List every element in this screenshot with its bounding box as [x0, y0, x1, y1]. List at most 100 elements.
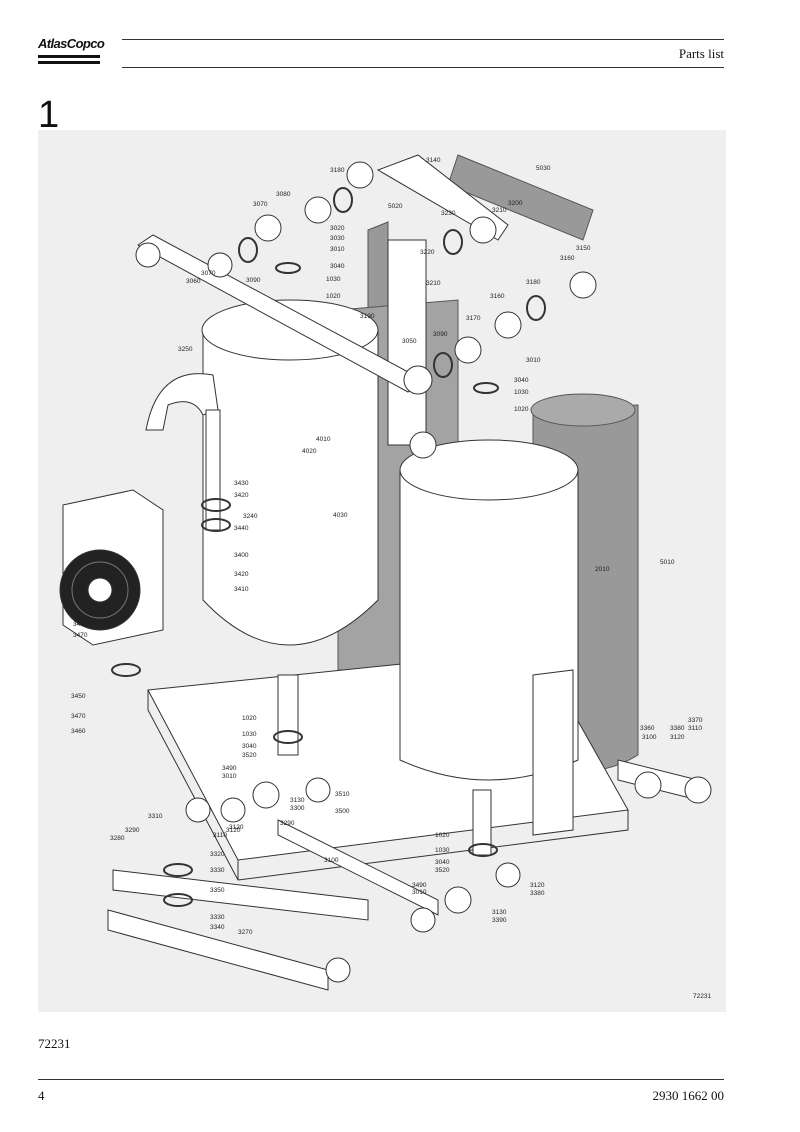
- figure-reference-code: 72231: [38, 1036, 71, 1051]
- callout-label: 3420: [234, 492, 249, 499]
- callout-label: 3490: [412, 882, 427, 889]
- page-number: 4: [38, 1088, 45, 1103]
- header-rule-bottom: [122, 67, 724, 68]
- callout-label: 3350: [210, 887, 225, 894]
- callout-label: 3480: [73, 621, 88, 628]
- callout-label: 3510: [335, 791, 350, 798]
- callout-label: 3090: [246, 277, 261, 284]
- callout-label: 3140: [426, 157, 441, 164]
- callout-label: 3280: [110, 835, 125, 842]
- callout-label: 3290: [280, 820, 295, 827]
- callout-label: 3010: [222, 773, 237, 780]
- callout-label: 3190: [360, 313, 375, 320]
- pipe-3250: [145, 373, 219, 431]
- callout-label: 1020: [326, 293, 341, 300]
- document-number: 2930 1662 00: [652, 1088, 725, 1103]
- callout-label: 3490: [222, 765, 237, 772]
- callout-label: 3390: [492, 917, 507, 924]
- callout-label: 3090: [433, 331, 448, 338]
- figure-number: 1: [38, 94, 60, 136]
- callout-label: 3040: [330, 263, 345, 270]
- callout-label: 3080: [276, 191, 291, 198]
- callout-label: 5010: [660, 559, 675, 566]
- callout-labels: 3180 3140 5030 3080 3070 3020 3030 3010 3040 1030…: [71, 157, 703, 936]
- callout-label: 3200: [508, 200, 523, 207]
- logo-bar: [38, 55, 100, 58]
- callout-label: 1030: [326, 276, 341, 283]
- callout-label: 3470: [73, 632, 88, 639]
- callout-label: 3150: [576, 245, 591, 252]
- pipe-3140: [376, 154, 509, 241]
- callout-label: 3180: [330, 167, 345, 174]
- callout-label: 3330: [210, 867, 225, 874]
- callout-label: 3060: [186, 278, 201, 285]
- callout-label: 3250: [178, 346, 193, 353]
- callout-label: 3440: [234, 525, 249, 532]
- callout-label: 3210: [492, 207, 507, 214]
- callout-label: 3310: [148, 813, 163, 820]
- callout-label: 3430: [234, 480, 249, 487]
- callout-label: 2010: [595, 566, 610, 573]
- callout-label: 1020: [514, 406, 529, 413]
- pipe-3190: [387, 239, 427, 446]
- callout-label: 3130: [492, 909, 507, 916]
- callout-label: 3220: [420, 249, 435, 256]
- logo-wordmark: AtlasCopco: [38, 36, 105, 51]
- callout-label: 3010: [412, 889, 427, 896]
- callout-label: 3110: [688, 725, 702, 732]
- footer-rule: [38, 1079, 724, 1080]
- callout-label: 3120: [226, 827, 241, 834]
- callout-label: 3460: [71, 728, 86, 735]
- exploded-parts-diagram: 3180 3140 5030 3080 3070 3020 3030 3010 3040 1030…: [38, 130, 726, 1012]
- pipe-5030: [447, 154, 594, 241]
- callout-label: 3050: [402, 338, 417, 345]
- callout-label: 3450: [71, 693, 86, 700]
- callout-label: 4010: [316, 436, 331, 443]
- callout-label: 3030: [330, 235, 345, 242]
- callout-label: 3100: [324, 857, 339, 864]
- callout-label: 3520: [435, 867, 450, 874]
- callout-label: 1030: [242, 731, 257, 738]
- callout-label: 4030: [333, 512, 348, 519]
- callout-label: 5020: [388, 203, 403, 210]
- callout-label: 3230: [441, 210, 456, 217]
- callout-label: 3170: [466, 315, 481, 322]
- callout-label: 1020: [242, 715, 257, 722]
- callout-label: 3380: [530, 890, 545, 897]
- callout-label: 3380: [670, 725, 685, 732]
- callout-label: 3470: [71, 713, 86, 720]
- callout-label: 3520: [242, 752, 257, 759]
- callout-label: 1030: [435, 847, 450, 854]
- callout-label: 3360: [640, 725, 655, 732]
- callout-label: 1020: [435, 832, 450, 839]
- callout-label: 3040: [242, 743, 257, 750]
- callout-label: 1030: [514, 389, 529, 396]
- callout-label: 3300: [290, 805, 305, 812]
- callout-label: 3160: [490, 293, 505, 300]
- callout-label: 3120: [530, 882, 545, 889]
- atlas-copco-logo: AtlasCopco: [38, 34, 105, 70]
- tank-left: [202, 312, 379, 646]
- callout-label: 3110: [213, 832, 227, 839]
- callout-label: 3040: [514, 377, 529, 384]
- callout-label: 3120: [670, 734, 685, 741]
- pipe-3100: [112, 869, 369, 921]
- callout-label: 3160: [560, 255, 575, 262]
- callout-label: 3330: [210, 914, 225, 921]
- callout-label: 3070: [201, 270, 216, 277]
- callout-label: 3010: [330, 246, 345, 253]
- callout-label: 3210: [426, 280, 441, 287]
- section-title: Parts list: [678, 46, 724, 61]
- callout-label: 3070: [253, 201, 268, 208]
- logo-bar: [38, 61, 100, 64]
- callout-label: 3290: [125, 827, 140, 834]
- callout-label: 3420: [234, 571, 249, 578]
- callout-label: 3500: [335, 808, 350, 815]
- callout-label: 3020: [330, 225, 345, 232]
- pipe-3270: [107, 909, 329, 991]
- callout-label: 5030: [536, 165, 551, 172]
- callout-label: 3120: [229, 824, 244, 831]
- callout-label: 3400: [234, 552, 249, 559]
- callout-label: 3130: [290, 797, 305, 804]
- callout-label: 3100: [642, 734, 657, 741]
